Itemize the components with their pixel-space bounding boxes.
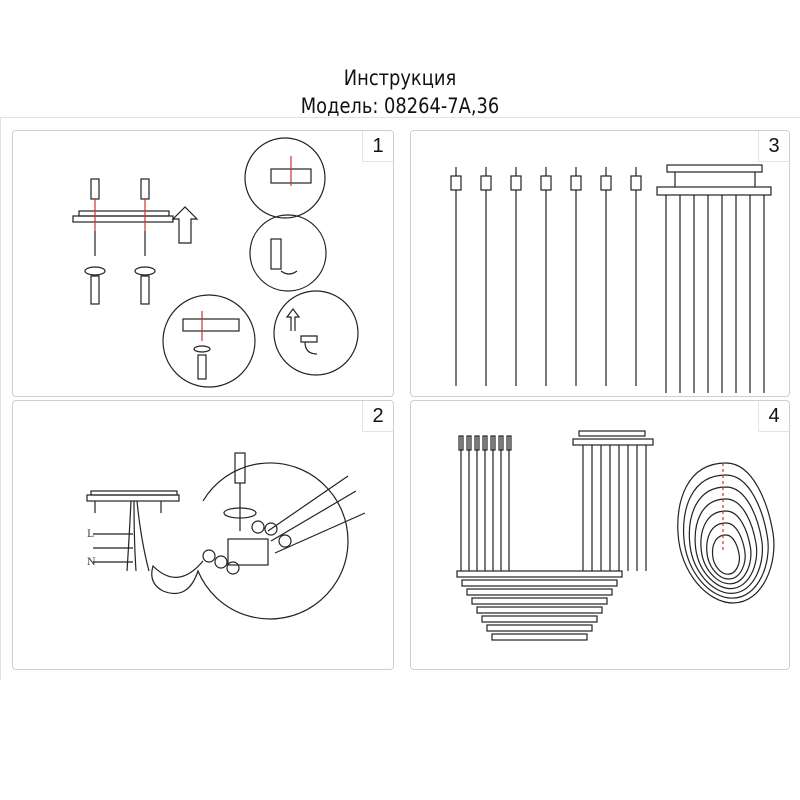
- instruction-frame: [0, 117, 800, 680]
- ring-tier: [471, 597, 608, 605]
- rod-clamp: [570, 175, 582, 191]
- rods-illustration: [450, 164, 772, 393]
- ring-tier: [481, 615, 598, 623]
- rod-clamp: [480, 175, 492, 191]
- panel-step-3: 3: [410, 130, 790, 397]
- step-number: 4: [758, 401, 789, 432]
- mounting-illustration: [72, 137, 359, 388]
- model-label: Модель: 08264-7A,36: [300, 94, 500, 118]
- screw-left: [84, 178, 106, 305]
- rod-clamp: [474, 435, 480, 451]
- ring-tier: [476, 606, 603, 614]
- step-number: 2: [362, 401, 393, 432]
- rod-clamp: [450, 175, 462, 191]
- ring-outline: [711, 534, 741, 575]
- rod-clamp: [482, 435, 488, 451]
- screw-right: [134, 178, 156, 305]
- ring-tier: [486, 624, 593, 632]
- panel-step-1: 1: [12, 130, 394, 397]
- rod-clamp: [466, 435, 472, 451]
- wiring-illustration: L N: [86, 452, 366, 620]
- ring-tier: [461, 579, 618, 587]
- ring-tier: [491, 633, 588, 641]
- step-number: 3: [758, 131, 789, 162]
- step-number: 1: [362, 131, 393, 162]
- ring-outline: [688, 486, 764, 595]
- fixture-illustration: [456, 430, 775, 641]
- ring-tier: [466, 588, 613, 596]
- rod-clamp: [600, 175, 612, 191]
- wire-label-n: N: [87, 557, 96, 568]
- ring-outline: [677, 462, 775, 604]
- ring-outline: [682, 474, 769, 599]
- ring-outline: [700, 510, 752, 585]
- ring-tier: [456, 570, 623, 578]
- rod-clamp: [458, 435, 464, 451]
- rod-clamp: [506, 435, 512, 451]
- page-title: Инструкция: [343, 66, 457, 90]
- ring-outline: [694, 498, 758, 590]
- up-arrow-icon: [171, 206, 199, 244]
- rod-clamp: [630, 175, 642, 191]
- wire-label-l: L: [87, 529, 94, 540]
- ring-outline: [706, 522, 746, 580]
- rod-clamp: [498, 435, 504, 451]
- rod-clamp: [540, 175, 552, 191]
- panel-step-4: 4: [410, 400, 790, 670]
- panel-step-2: 2 L N: [12, 400, 394, 670]
- rod-clamp: [510, 175, 522, 191]
- rod-clamp: [490, 435, 496, 451]
